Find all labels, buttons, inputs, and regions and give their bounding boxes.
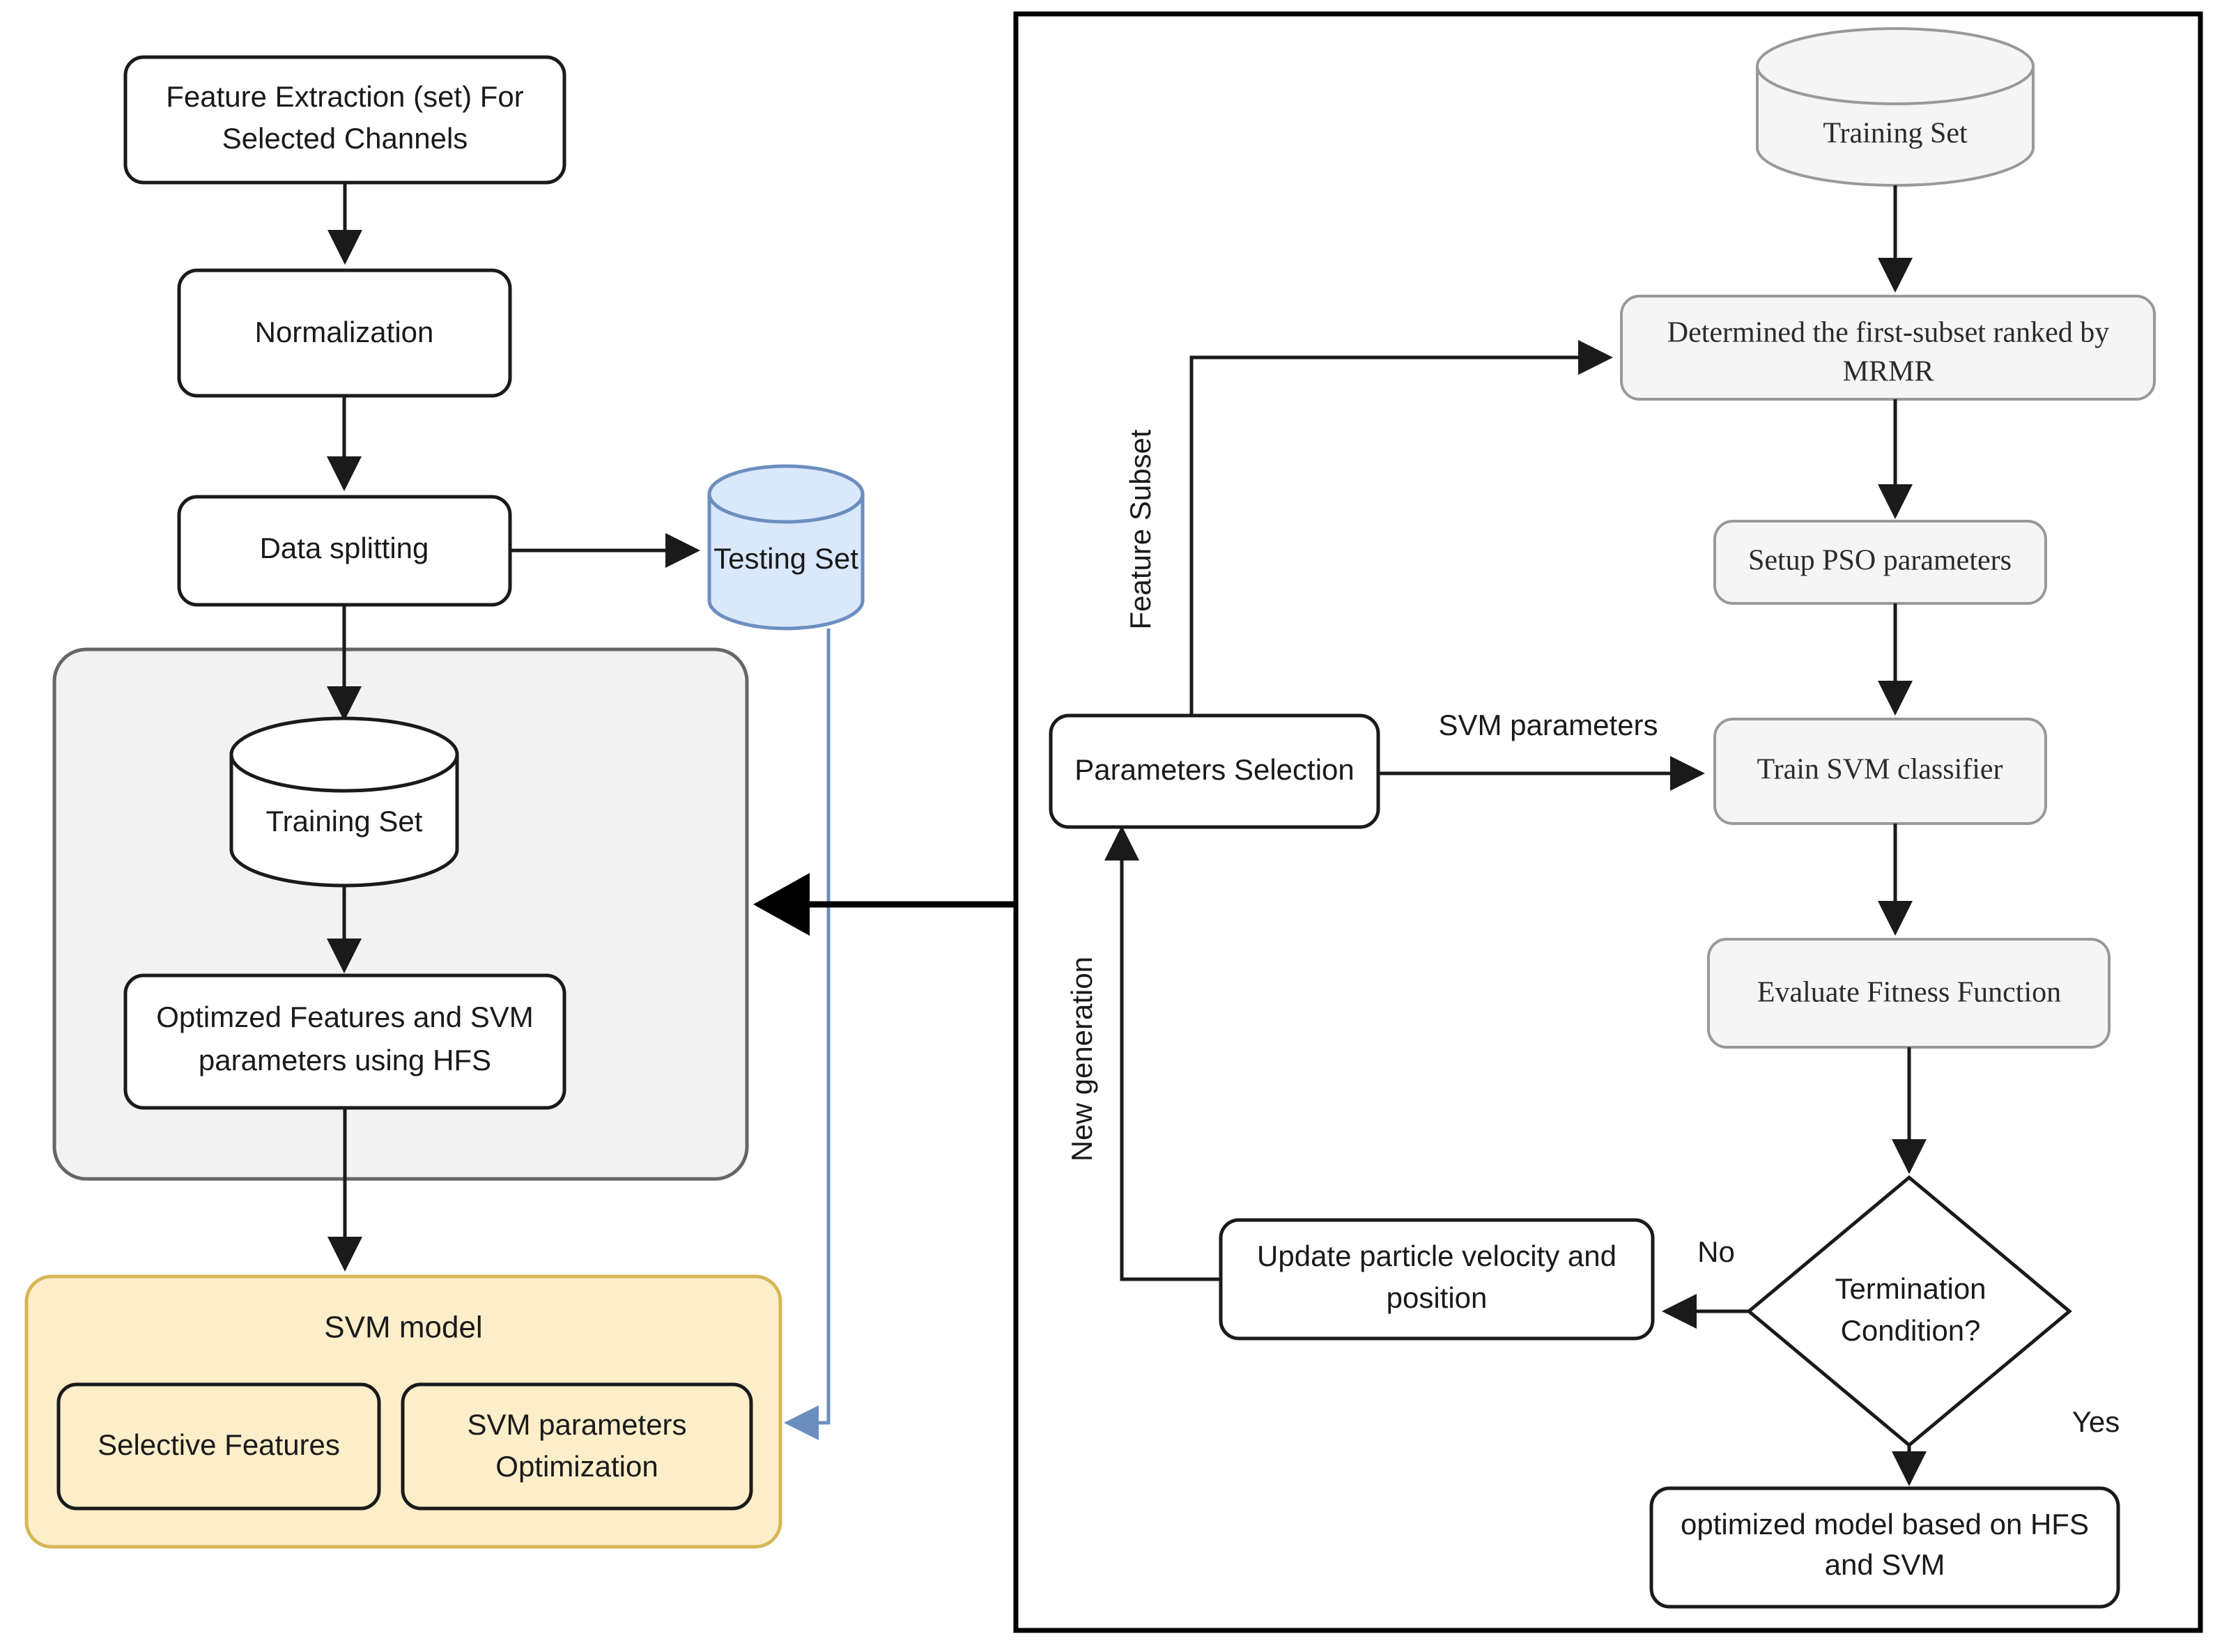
svm-parameters-optimization-label-line2: Optimization xyxy=(495,1450,658,1483)
edge-testing-to-svmmodel xyxy=(784,628,831,1440)
optimized-model-label-line2: and SVM xyxy=(1825,1548,1945,1581)
feature-extraction-label-line1: Feature Extraction (set) For xyxy=(166,80,524,113)
edge-new-generation xyxy=(1104,826,1221,1281)
feature-extraction-box[interactable] xyxy=(123,55,566,185)
mrmr-box[interactable] xyxy=(1620,295,2156,401)
testing-set-label: Testing Set xyxy=(713,542,858,575)
svm-parameters-optimization-label-line1: SVM parameters xyxy=(467,1408,686,1441)
training-set-label-right: Training Set xyxy=(1823,118,1968,150)
optimized-features-label-line2: parameters using HFS xyxy=(199,1044,491,1076)
training-set-label-left: Training Set xyxy=(266,805,423,837)
termination-condition-label-line2: Condition? xyxy=(1841,1314,1981,1347)
optimized-features-label-line1: Optimzed Features and SVM xyxy=(156,1001,534,1033)
train-svm-box[interactable] xyxy=(1713,718,2047,825)
setup-pso-label: Setup PSO parameters xyxy=(1748,545,2012,577)
svm-parameters-optimization-box[interactable] xyxy=(401,1382,753,1511)
optimized-features-box[interactable] xyxy=(123,973,566,1110)
mrmr-label-line2: MRMR xyxy=(1843,356,1934,388)
data-splitting-label: Data splitting xyxy=(260,532,429,564)
setup-pso-box[interactable] xyxy=(1713,520,2047,605)
mrmr-label-line1: Determined the first-subset ranked by xyxy=(1667,317,2109,349)
update-particle-label-line1: Update particle velocity and xyxy=(1257,1240,1617,1272)
feature-subset-label: Feature Subset xyxy=(1124,429,1157,630)
parameters-selection-box[interactable] xyxy=(1049,713,1380,829)
new-generation-label: New generation xyxy=(1065,957,1098,1161)
normalization-label: Normalization xyxy=(255,316,434,348)
edge-feature-subset xyxy=(1189,340,1613,716)
selective-features-label: Selective Features xyxy=(98,1428,340,1461)
svm-parameters-edge-label: SVM parameters xyxy=(1438,709,1658,741)
parameters-selection-label: Parameters Selection xyxy=(1074,753,1355,786)
evaluate-fitness-label: Evaluate Fitness Function xyxy=(1757,977,2061,1009)
optimized-model-box[interactable] xyxy=(1649,1486,2120,1609)
training-set-cylinder-right[interactable] xyxy=(1756,27,2035,187)
termination-yes-label: Yes xyxy=(2072,1405,2120,1438)
svm-model-title: SVM model xyxy=(324,1311,482,1345)
feature-extraction-label-line2: Selected Channels xyxy=(222,122,468,155)
termination-condition-label-line1: Termination xyxy=(1835,1272,1986,1305)
optimized-model-label-line1: optimized model based on HFS xyxy=(1681,1508,2089,1541)
update-particle-label-line2: position xyxy=(1387,1281,1488,1314)
update-particle-box[interactable] xyxy=(1219,1218,1655,1341)
termination-no-label: No xyxy=(1697,1235,1735,1268)
training-set-cylinder-left[interactable] xyxy=(229,716,459,888)
train-svm-label: Train SVM classifier xyxy=(1757,754,2003,786)
testing-set-cylinder[interactable] xyxy=(707,464,865,631)
selective-features-box[interactable] xyxy=(56,1382,381,1511)
